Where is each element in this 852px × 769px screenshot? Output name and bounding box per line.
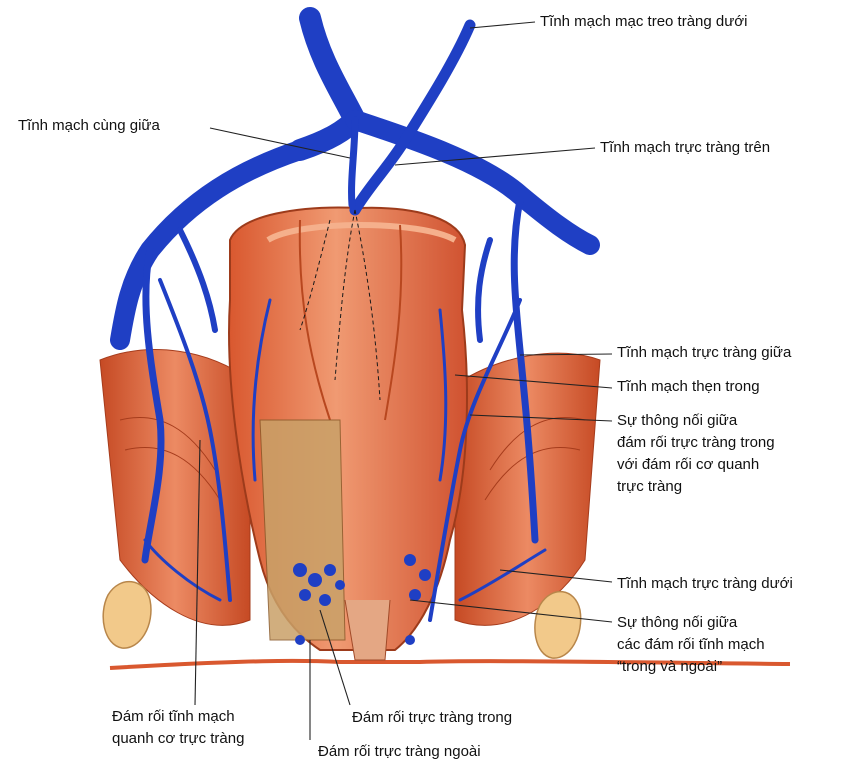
label-line: “trong và ngoài” <box>617 656 765 678</box>
label-superior-rectal-vein: Tĩnh mạch trực tràng trên <box>600 138 770 158</box>
label-median-sacral-vein: Tĩnh mạch cùng giữa <box>18 116 160 136</box>
label-line: quanh cơ trực tràng <box>112 728 244 750</box>
label-internal-rectal-plexus: Đám rối trực tràng trong <box>352 708 512 728</box>
rectum <box>229 207 467 660</box>
label-inferior-rectal-vein: Tĩnh mạch trực tràng dưới <box>617 574 793 594</box>
label-line: với đám rối cơ quanh <box>617 454 775 476</box>
label-line: Sự thông nối giữa <box>617 612 765 634</box>
label-anastomosis-internal-perimuscular: Sự thông nối giữa đám rối trực tràng tro… <box>617 410 775 498</box>
label-line: Sự thông nối giữa <box>617 410 775 432</box>
label-line: các đám rối tĩnh mạch <box>617 634 765 656</box>
label-line: đám rối trực tràng trong <box>617 432 775 454</box>
label-line: trực tràng <box>617 476 775 498</box>
label-external-rectal-plexus: Đám rối trực tràng ngoài <box>318 742 481 762</box>
label-middle-rectal-vein: Tĩnh mạch trực tràng giữa <box>617 343 791 363</box>
label-perimuscular-venous-plexus: Đám rối tĩnh mạch quanh cơ trực tràng <box>112 706 244 750</box>
label-line: Đám rối tĩnh mạch <box>112 706 244 728</box>
label-inferior-mesenteric-vein: Tĩnh mạch mạc treo tràng dưới <box>540 12 747 32</box>
label-internal-pudendal-vein: Tĩnh mạch thẹn trong <box>617 377 760 397</box>
label-anastomosis-venous-plexuses: Sự thông nối giữa các đám rối tĩnh mạch … <box>617 612 765 678</box>
